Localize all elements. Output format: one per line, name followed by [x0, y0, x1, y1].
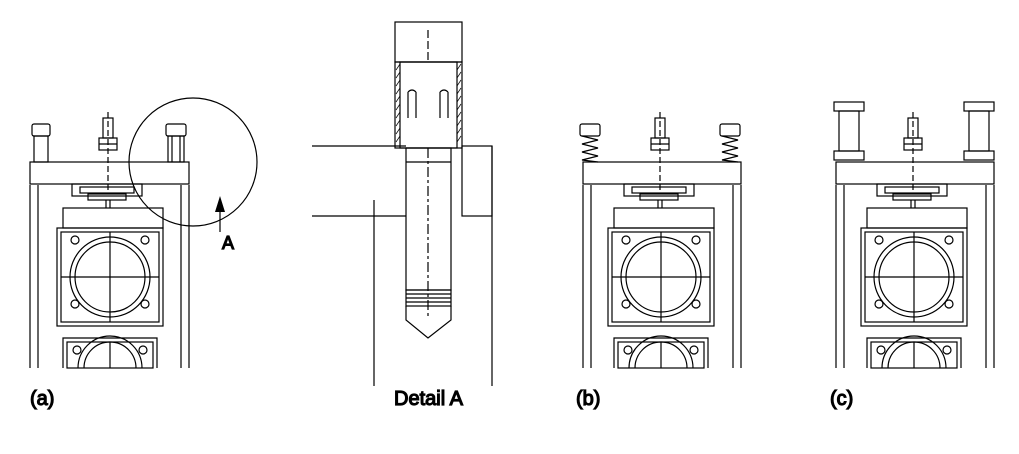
center-bolt [98, 112, 118, 190]
lens-window-lower-b [613, 335, 709, 369]
lens-window-lower-c [866, 335, 962, 369]
pin-shaft [405, 147, 452, 339]
detail-a-section [312, 21, 493, 386]
lens-window-upper-b [607, 227, 715, 327]
caption-a: (a) [30, 388, 54, 410]
top-plate-b [582, 161, 742, 185]
spring-left [579, 123, 601, 163]
caption-b: (b) [576, 388, 600, 410]
callout-arrow [215, 196, 225, 232]
threaded-sleeve [394, 61, 463, 149]
tall-post-left [833, 101, 865, 161]
caption-c: (c) [830, 388, 853, 410]
panel-b-assembly [579, 112, 742, 369]
top-plate-c [835, 161, 995, 185]
pin-left [31, 123, 51, 163]
detail-callout-circle [128, 97, 258, 227]
panel-a-assembly [29, 97, 258, 369]
center-bolt-b [650, 112, 670, 190]
spring-right [719, 123, 741, 163]
lens-window-lower [62, 335, 158, 369]
pin-right [165, 123, 187, 163]
lens-window-upper [56, 227, 164, 327]
tall-post-right [963, 101, 995, 161]
panel-c-assembly [833, 101, 995, 369]
lens-window-upper-c [860, 227, 968, 327]
top-plate [29, 161, 190, 185]
caption-detail-a: Detail A [394, 388, 464, 410]
callout-label: A [222, 233, 234, 253]
center-bolt-c [903, 112, 923, 190]
